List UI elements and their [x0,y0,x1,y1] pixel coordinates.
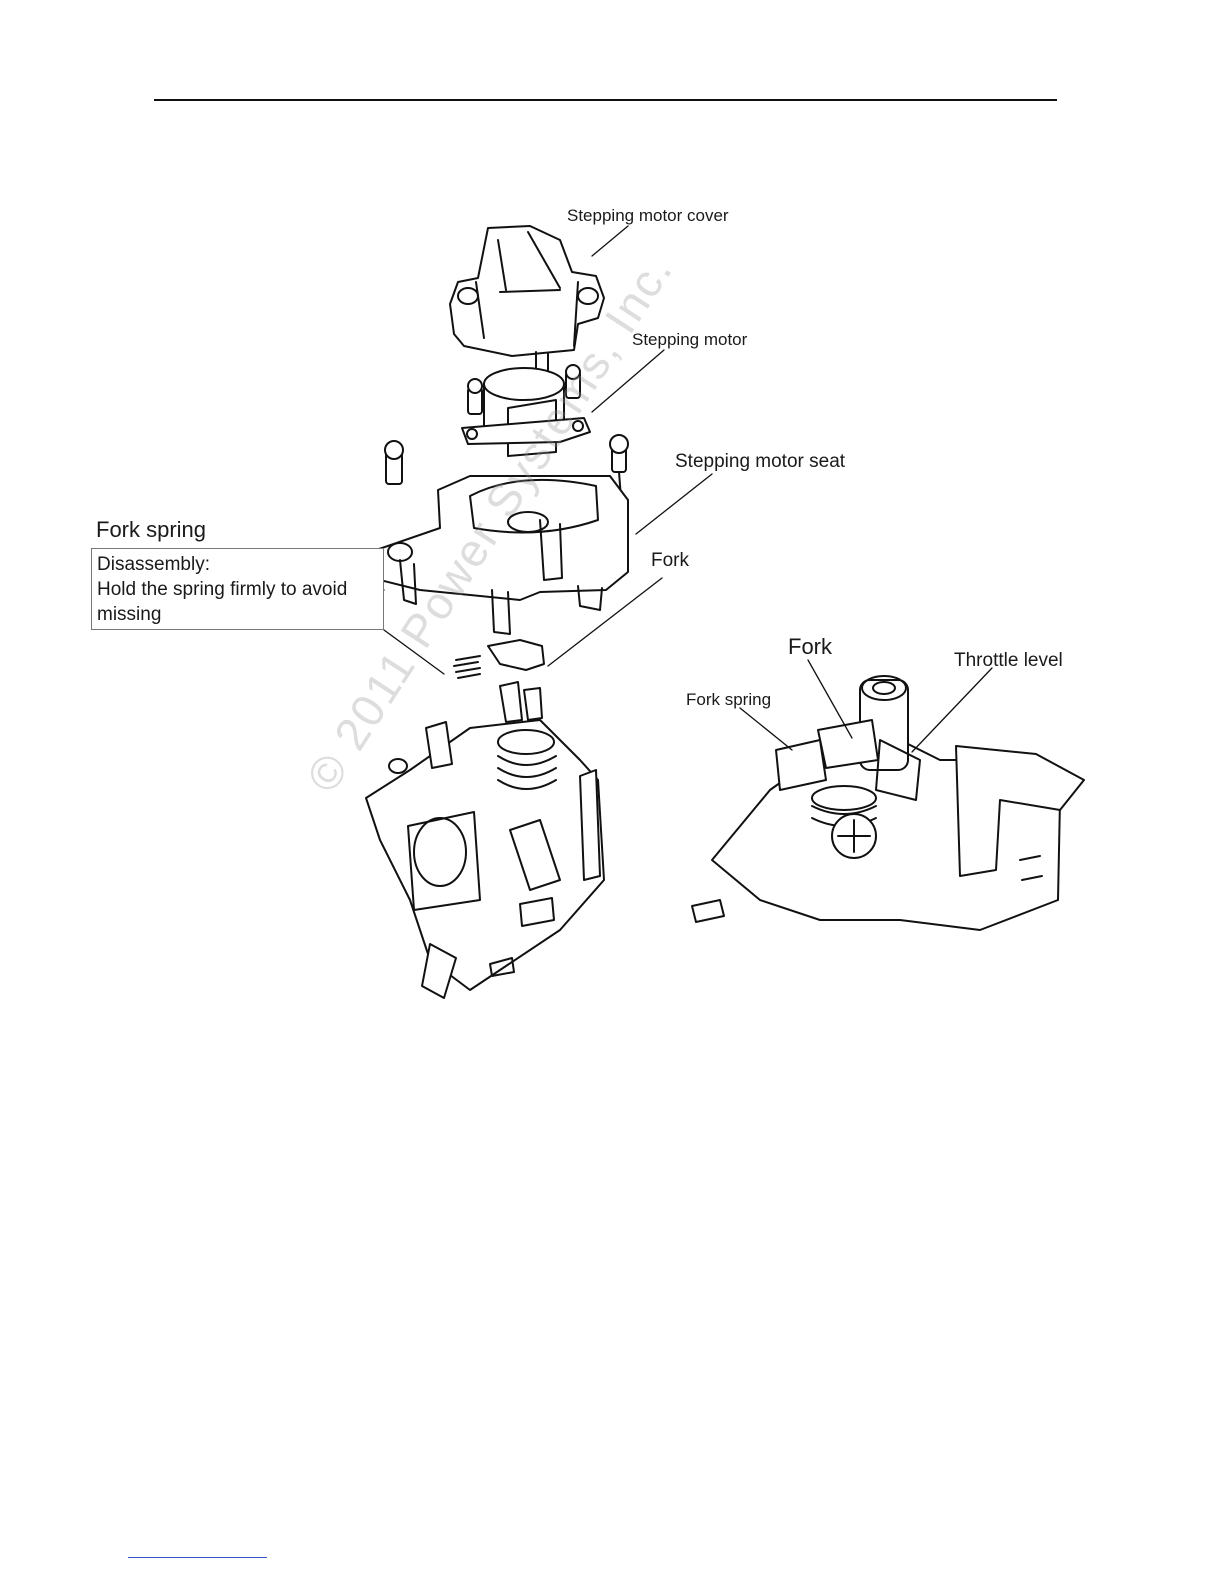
label-fork-spring-inset: Fork spring [686,691,771,708]
label-fork-spring-heading: Fork spring [96,519,206,541]
fork-and-spring [454,640,544,722]
label-fork-inset: Fork [788,636,832,658]
label-fork: Fork [651,551,689,570]
disassembly-note: Disassembly: Hold the spring firmly to a… [91,548,384,630]
label-stepping-motor-cover: Stepping motor cover [567,207,729,224]
inset-detail [692,676,1084,930]
note-line-1: Disassembly: [97,552,378,577]
note-line-2: Hold the spring firmly to avoid [97,577,378,602]
label-stepping-motor: Stepping motor [632,331,747,348]
note-line-3: missing [97,602,378,627]
carburetor-body [366,720,604,998]
label-throttle-level: Throttle level [954,651,1063,670]
label-stepping-motor-seat: Stepping motor seat [675,452,845,471]
footer-link-rule [128,1557,267,1558]
